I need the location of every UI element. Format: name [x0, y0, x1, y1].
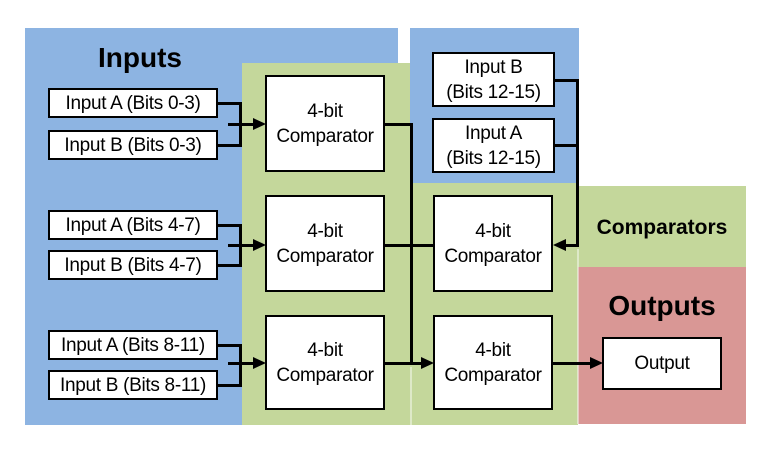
wire-input-b-4-7	[218, 263, 242, 267]
wire-input-b-0-3	[218, 143, 242, 147]
comparator-4-7-box: 4-bit Comparator	[265, 195, 385, 292]
wire-input-b-12-15	[555, 78, 579, 82]
outputs-heading: Outputs	[608, 290, 716, 321]
comparator-label-line1: 4-bit	[475, 339, 511, 361]
comparator-12-15-box: 4-bit Comparator	[433, 195, 553, 292]
wire-comp-4-7-to-comp-12-15	[385, 243, 433, 247]
input-a-12-15-line1: Input A	[464, 122, 523, 144]
arrowhead-comparator-4-7	[253, 239, 266, 251]
input-a-12-15-line2: (Bits 12-15)	[446, 147, 541, 169]
wire-comp-0-3-output	[385, 122, 412, 126]
arrowhead-final-comparator	[421, 357, 434, 369]
comparator-label-line1: 4-bit	[475, 220, 511, 242]
input-a-8-11-box: Input A (Bits 8-11)	[48, 330, 218, 360]
comparator-label-line2: Comparator	[444, 364, 542, 386]
comparator-0-3-box: 4-bit Comparator	[265, 75, 385, 172]
input-b-12-15-line2: (Bits 12-15)	[446, 81, 541, 103]
wire-input-a-8-11	[218, 343, 242, 347]
inputs-heading: Inputs	[98, 42, 182, 73]
wire-to-comparator-4-7	[228, 243, 254, 247]
comparator-label-line2: Comparator	[444, 245, 542, 267]
wire-comp-8-11-to-final	[385, 361, 421, 365]
region-seam	[577, 249, 579, 424]
comparator-label-line2: Comparator	[276, 364, 374, 386]
input-b-0-3-box: Input B (Bits 0-3)	[48, 130, 218, 160]
arrowhead-comparator-8-11	[253, 357, 266, 369]
input-b-8-11-box: Input B (Bits 8-11)	[48, 370, 218, 400]
comparator-8-11-box: 4-bit Comparator	[265, 315, 385, 410]
comparator-label-line1: 4-bit	[307, 100, 343, 122]
input-b-12-15-line1: Input B	[464, 56, 523, 78]
region-seam	[410, 367, 412, 425]
wire-input-a-0-3	[218, 101, 242, 105]
input-a-12-15-box: Input A (Bits 12-15)	[432, 118, 555, 173]
output-box: Output	[602, 337, 722, 390]
wire-to-comparator-8-11	[228, 361, 254, 365]
arrowhead-comparator-0-3	[253, 118, 266, 130]
wire-input-a-4-7	[218, 223, 242, 227]
arrowhead-output	[590, 357, 603, 369]
comparators-heading: Comparators	[596, 216, 728, 239]
input-a-0-3-box: Input A (Bits 0-3)	[48, 88, 218, 118]
wire-input-a-12-15	[555, 143, 579, 147]
comparator-label-line1: 4-bit	[307, 220, 343, 242]
comparators-region-label-area	[578, 186, 746, 267]
wire-final-to-output	[553, 361, 590, 365]
wire-right-bus-to-comp	[564, 243, 579, 247]
wire-right-bus-vertical	[576, 78, 579, 247]
comparator-label-line2: Comparator	[276, 125, 374, 147]
arrowhead-comp-12-15	[553, 239, 566, 251]
wire-input-b-8-11	[218, 383, 242, 387]
wire-bracket-8-11	[239, 343, 242, 387]
comparator-label-line2: Comparator	[276, 245, 374, 267]
input-a-4-7-box: Input A (Bits 4-7)	[48, 210, 218, 240]
comparator-label-line1: 4-bit	[307, 339, 343, 361]
comparator-final-box: 4-bit Comparator	[433, 315, 553, 410]
input-b-4-7-box: Input B (Bits 4-7)	[48, 250, 218, 280]
inputs-region-top-strip	[242, 28, 398, 63]
input-b-12-15-box: Input B (Bits 12-15)	[432, 52, 555, 107]
wire-to-comparator-0-3	[228, 122, 254, 126]
